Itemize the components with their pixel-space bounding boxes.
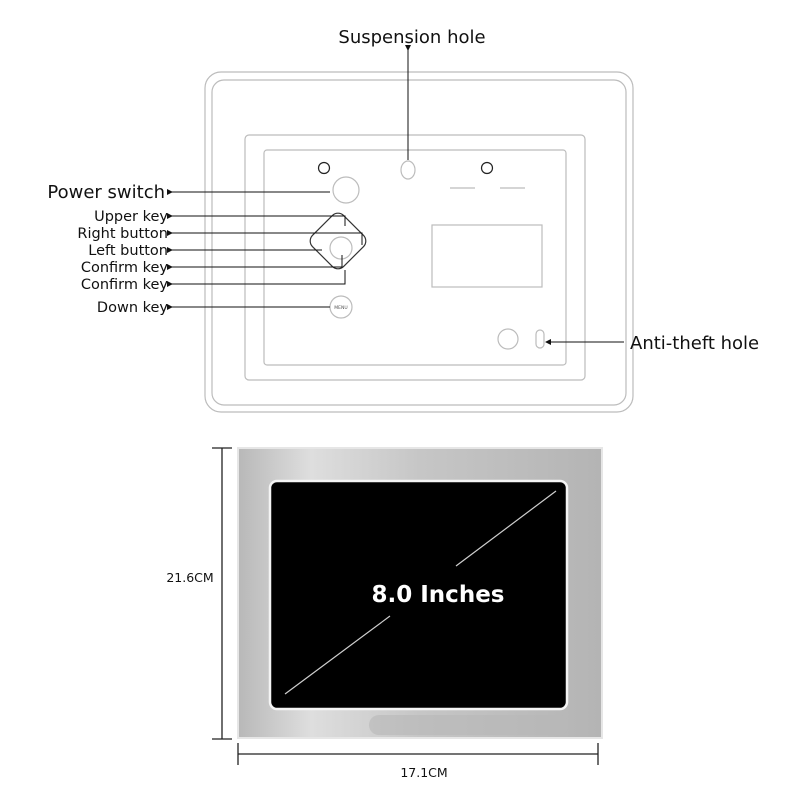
suspension-hole-label: Suspension hole	[338, 27, 485, 48]
speaker-round	[497, 328, 519, 350]
confirm-key-label: Confirm key	[81, 277, 169, 293]
width-dimension-label: 17.1CM	[400, 765, 447, 780]
height-dimension-label: 21.6CM	[166, 570, 213, 585]
right-button-label: Right button	[77, 226, 168, 242]
screw-hole	[317, 161, 331, 175]
back-outer-frame	[204, 71, 634, 413]
diagonal-line	[455, 490, 557, 567]
dimension-lines	[212, 447, 599, 765]
power-switch	[332, 176, 360, 204]
diagonal-line	[284, 615, 391, 695]
power-switch-label: Power switch	[47, 182, 165, 203]
direction-keypad	[309, 212, 367, 270]
menu-button-label: MENU	[334, 305, 347, 311]
back-panel	[244, 134, 586, 381]
confirm-button	[329, 236, 353, 260]
leader-lines	[167, 45, 624, 345]
left-button-label: Left button	[88, 243, 168, 259]
back-frame-inner	[211, 79, 627, 406]
confirm-key-label: Confirm key	[81, 260, 169, 276]
upper-key-label: Upper key	[94, 209, 168, 225]
back-view	[204, 71, 634, 413]
front-view: 8.0 Inches	[237, 447, 603, 739]
back-panel-inner	[263, 149, 567, 366]
down-key-label: Down key	[97, 300, 168, 316]
anti-theft-hole-shape	[535, 329, 545, 349]
screen-size-label: 8.0 Inches	[372, 582, 505, 608]
bottom-stand-shadow	[369, 715, 569, 735]
suspension-hole-shape	[400, 160, 416, 180]
screw-hole	[480, 161, 494, 175]
label-area	[431, 224, 543, 288]
anti-theft-hole-label: Anti-theft hole	[630, 333, 759, 354]
